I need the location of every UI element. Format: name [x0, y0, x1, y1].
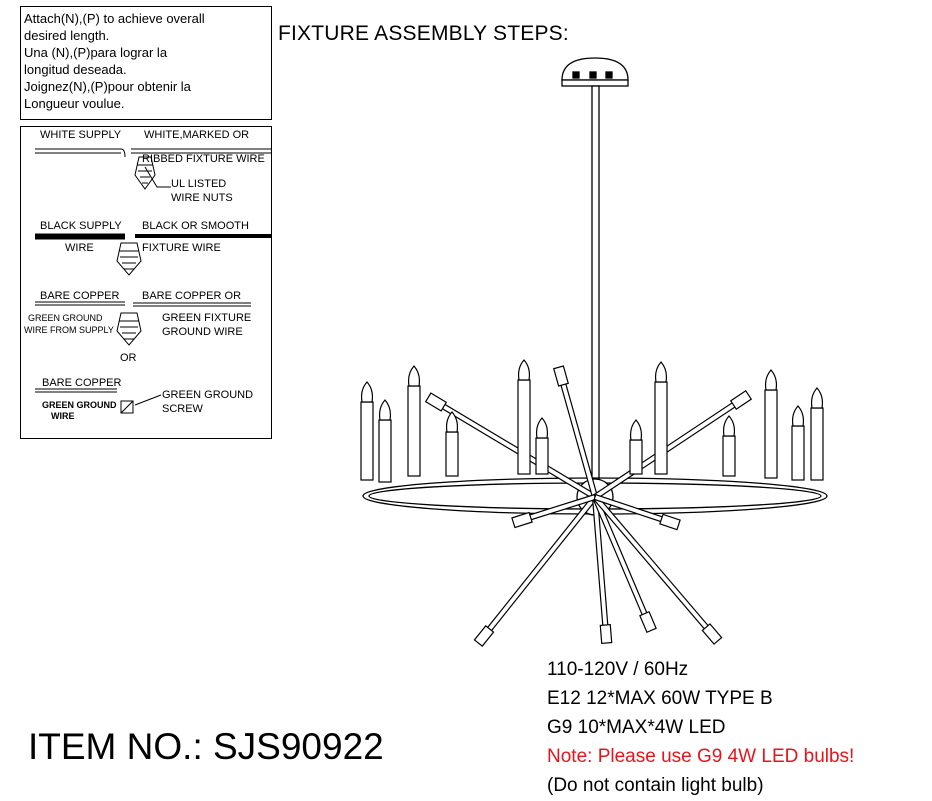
label-bare-copper-or: BARE COPPER OR: [142, 290, 242, 302]
candle-socket-drawing: [722, 415, 736, 477]
candle-socket-drawing: [407, 365, 421, 477]
label-green-ground-wire: GREEN GROUND: [42, 400, 117, 410]
attach-note-line: Una (N),(P)para lograr la: [24, 45, 168, 60]
candle-socket-drawing: [517, 359, 531, 475]
candle-socket-drawing: [629, 419, 643, 475]
candle-socket-drawing: [535, 417, 549, 475]
label-green-ground-wire-2: WIRE: [51, 411, 75, 421]
candle-socket-drawing: [810, 387, 824, 481]
attach-note-box: Attach(N),(P) to achieve overall desired…: [20, 6, 272, 120]
label-wire-from-supply: WIRE FROM SUPPLY: [24, 325, 114, 335]
spec-e12: E12 12*MAX 60W TYPE B: [547, 688, 773, 709]
label-green-fixture: GREEN FIXTURE: [162, 312, 252, 324]
bare-copper-wire-drawing: [35, 301, 125, 306]
attach-note-line: longitud deseada.: [24, 62, 127, 77]
white-fixture-wire-drawing: [131, 148, 271, 154]
wiring-diagram-box: WHITE SUPPLY WHITE,MARKED OR RIBBED FIXT…: [20, 126, 272, 439]
arm-drawing: [553, 365, 599, 499]
label-black-supply: BLACK SUPPLY: [40, 220, 122, 232]
label-black-smooth: BLACK OR SMOOTH: [142, 220, 249, 232]
attach-note-line: Attach(N),(P) to achieve overall: [24, 11, 205, 26]
bare-copper-fixture-wire-drawing: [133, 302, 251, 307]
label-bare-copper-2: BARE COPPER: [42, 377, 122, 389]
label-or: OR: [120, 352, 137, 364]
candle-socket-drawing: [654, 361, 668, 475]
spec-voltage: 110-120V / 60Hz: [547, 659, 689, 680]
bare-copper-ground-wire-drawing: [35, 388, 117, 393]
label-green-ground-screw: GREEN GROUND: [162, 389, 254, 401]
spec-no-bulb: (Do not contain light bulb): [547, 775, 764, 796]
label-bare-copper: BARE COPPER: [40, 290, 120, 302]
candle-socket-drawing: [360, 381, 374, 481]
page-title: FIXTURE ASSEMBLY STEPS:: [278, 22, 569, 45]
black-supply-wire-drawing: [35, 233, 125, 240]
label-ul-listed: UL LISTED: [171, 178, 227, 190]
spec-g9: G9 10*MAX*4W LED: [547, 717, 726, 738]
label-green-ground-supply: GREEN GROUND: [28, 313, 103, 323]
attach-note-line: desired length.: [24, 28, 110, 43]
label-fixture-wire: FIXTURE WIRE: [142, 242, 221, 254]
label-ground-wire: GROUND WIRE: [162, 326, 243, 338]
attach-note-line: Longueur voulue.: [24, 96, 125, 111]
candle-socket-drawing: [791, 405, 805, 481]
candle-socket-drawing: [445, 411, 459, 477]
candle-socket-drawing: [378, 399, 392, 483]
wiring-diagram-drawing: [35, 148, 271, 414]
arm-drawing: [593, 493, 681, 531]
candle-socket-drawing: [764, 369, 778, 479]
label-wire-nuts: WIRE NUTS: [171, 192, 233, 204]
label-white-supply: WHITE SUPPLY: [40, 129, 122, 141]
spec-note: Note: Please use G9 4W LED bulbs!: [547, 746, 855, 767]
label-wire: WIRE: [65, 242, 94, 254]
label-ribbed: RIBBED FIXTURE WIRE: [142, 153, 265, 165]
stem-rod-drawing: [591, 85, 600, 482]
label-white-marked: WHITE,MARKED OR: [144, 129, 250, 141]
attach-note-line: Joignez(N),(P)pour obtenir la: [24, 79, 191, 94]
label-screw: SCREW: [162, 403, 203, 415]
item-number: ITEM NO.: SJS90922: [28, 726, 384, 767]
white-supply-wire-drawing: [35, 148, 126, 158]
